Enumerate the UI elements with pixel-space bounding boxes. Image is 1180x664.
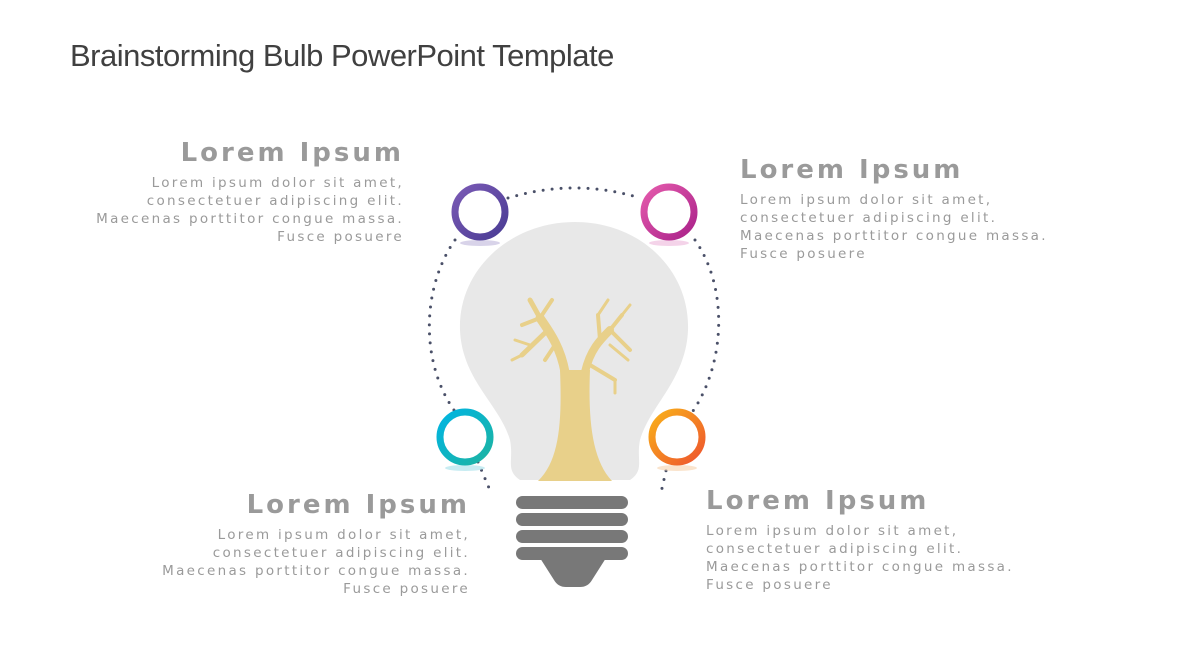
bulb-base [516,496,628,587]
body-line: Fusce posuere [706,577,833,593]
block-heading: Lorem Ipsum [180,138,404,168]
body-line: consectetuer adipiscing elit. [706,541,964,557]
block-heading: Lorem Ipsum [246,490,470,520]
body-line: Lorem ipsum dolor sit amet, [151,175,404,191]
bulb-glass [459,222,689,480]
body-line: consectetuer adipiscing elit. [740,210,998,226]
tree-icon [510,297,632,481]
ring-node-orange [648,408,706,471]
body-line: Fusce posuere [343,581,470,597]
body-line: Lorem ipsum dolor sit amet, [706,523,959,539]
text-block-bottom-left: Lorem Ipsum Lorem ipsum dolor sit amet, … [50,490,470,598]
body-line: Fusce posuere [740,246,867,262]
ring-node-purple [451,183,509,246]
text-block-bottom-right: Lorem Ipsum Lorem ipsum dolor sit amet, … [706,486,1126,594]
body-line: Maecenas porttitor congue massa. [706,559,1014,575]
dotted-arc [427,186,721,499]
slide-title: Brainstorming Bulb PowerPoint Template [70,38,614,73]
block-body: Lorem ipsum dolor sit amet, consectetuer… [50,526,470,598]
block-body: Lorem ipsum dolor sit amet, consectetuer… [0,174,404,246]
text-block-top-right: Lorem Ipsum Lorem ipsum dolor sit amet, … [740,155,1160,263]
body-line: consectetuer adipiscing elit. [212,545,470,561]
body-line: Lorem ipsum dolor sit amet, [217,527,470,543]
block-heading: Lorem Ipsum [740,155,964,185]
block-heading: Lorem Ipsum [706,486,930,516]
body-line: Maecenas porttitor congue massa. [162,563,470,579]
block-body: Lorem ipsum dolor sit amet, consectetuer… [706,522,1126,594]
body-line: consectetuer adipiscing elit. [146,193,404,209]
body-line: Maecenas porttitor congue massa. [96,211,404,227]
ring-node-magenta [640,183,698,246]
text-block-top-left: Lorem Ipsum Lorem ipsum dolor sit amet, … [0,138,404,246]
block-body: Lorem ipsum dolor sit amet, consectetuer… [740,191,1160,263]
body-line: Lorem ipsum dolor sit amet, [740,192,993,208]
body-line: Fusce posuere [277,229,404,245]
ring-node-teal [436,408,494,471]
body-line: Maecenas porttitor congue massa. [740,228,1048,244]
